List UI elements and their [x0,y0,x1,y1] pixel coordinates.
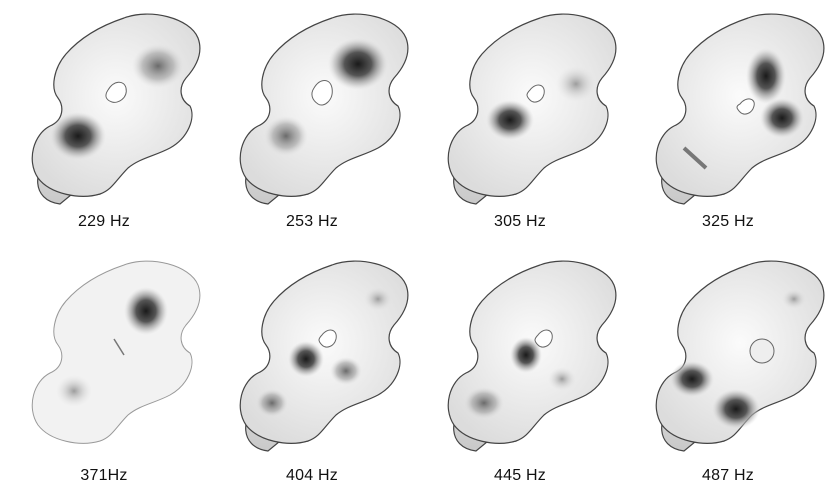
violin-plate-mode-2 [208,0,416,210]
violin-plate-mode-6 [208,247,416,457]
frequency-label: 253 Hz [208,213,416,231]
mode-panel-6: 404 Hz [208,247,416,494]
frequency-label: 325 Hz [624,213,832,231]
frequency-label: 445 Hz [416,467,624,485]
mode-panel-1: 229 Hz [0,0,208,247]
mode-panel-5: 371Hz [0,247,208,494]
violin-plate-mode-8 [624,247,832,457]
frequency-label: 404 Hz [208,467,416,485]
violin-plate-mode-5 [0,247,208,457]
mode-panel-8: 487 Hz [624,247,832,494]
violin-plate-mode-1 [0,0,208,210]
frequency-label: 371Hz [0,467,208,485]
mode-panel-3: 305 Hz [416,0,624,247]
mode-panel-2: 253 Hz [208,0,416,247]
violin-plate-mode-3 [416,0,624,210]
mode-panel-7: 445 Hz [416,247,624,494]
violin-plate-mode-4 [624,0,832,210]
frequency-label: 229 Hz [0,213,208,231]
mode-panel-4: 325 Hz [624,0,832,247]
frequency-label: 305 Hz [416,213,624,231]
frequency-label: 487 Hz [624,467,832,485]
violin-plate-mode-7 [416,247,624,457]
